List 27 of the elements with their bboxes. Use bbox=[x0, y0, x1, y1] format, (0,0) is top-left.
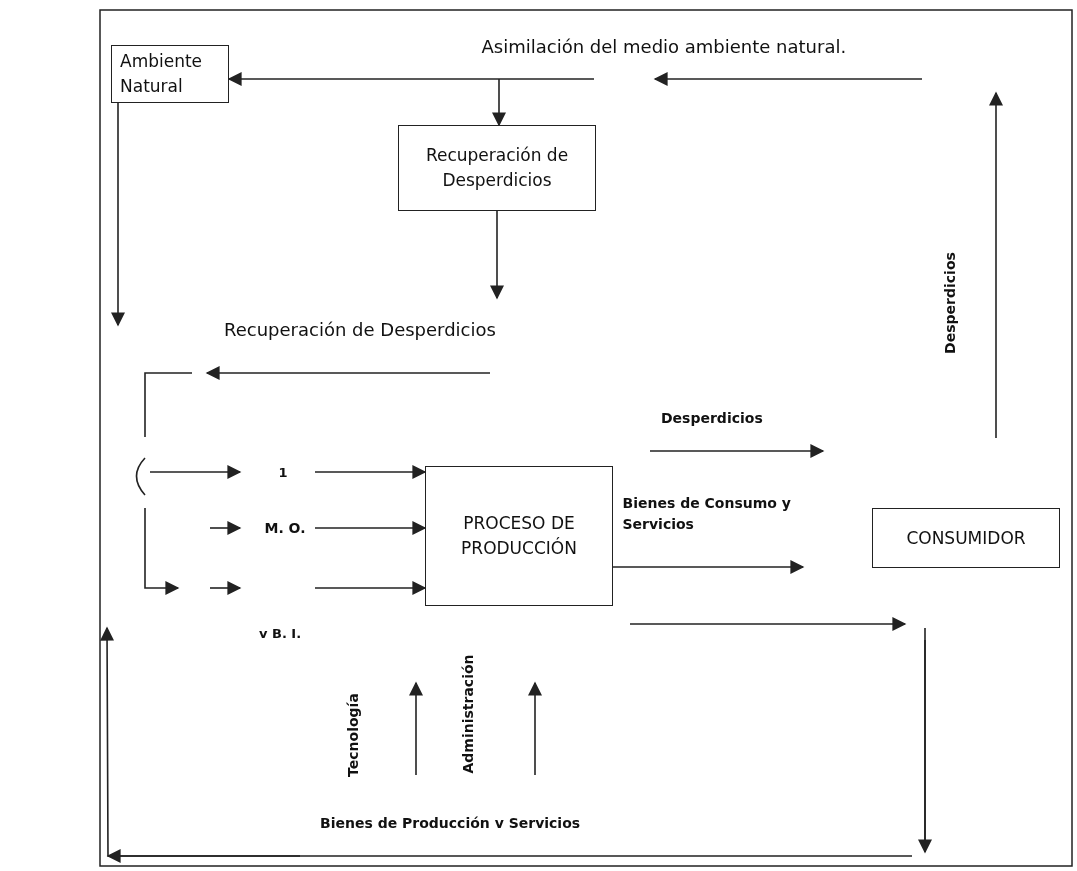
flow-label: Asimilación del medio ambiente natural. bbox=[481, 35, 847, 57]
box-label: PROCESO DE PRODUCCIÓN bbox=[460, 512, 578, 560]
flow-label: v B. I. bbox=[259, 625, 302, 641]
flow-label: Recuperación de Desperdicios bbox=[224, 318, 496, 340]
flow-label: Tecnología bbox=[344, 693, 361, 777]
arrow bbox=[227, 72, 595, 86]
process-box bbox=[398, 125, 596, 211]
arrow bbox=[612, 560, 805, 574]
flow-label: Desperdicios bbox=[941, 252, 958, 354]
process-box bbox=[425, 466, 613, 606]
arrow bbox=[314, 521, 427, 535]
flow-label: Desperdicios bbox=[661, 410, 763, 426]
process-box bbox=[111, 45, 229, 103]
flow-label: Bienes de Consumo y Servicios bbox=[622, 494, 792, 534]
arrow bbox=[314, 581, 427, 595]
flow-label: Bienes de Producción v Servicios bbox=[320, 815, 581, 831]
flow-label: Administración bbox=[459, 654, 476, 774]
arrow bbox=[314, 465, 427, 479]
arrow bbox=[492, 78, 506, 127]
arrow bbox=[490, 210, 504, 300]
flow-label: M. O. bbox=[264, 520, 306, 536]
box-label: Recuperación de Desperdicios bbox=[424, 144, 570, 192]
process-box bbox=[872, 508, 1060, 568]
flow-label: 1 bbox=[278, 464, 288, 480]
box-label: Ambiente Natural bbox=[120, 50, 204, 98]
box-label: CONSUMIDOR bbox=[906, 526, 1026, 550]
arrow bbox=[111, 102, 125, 327]
